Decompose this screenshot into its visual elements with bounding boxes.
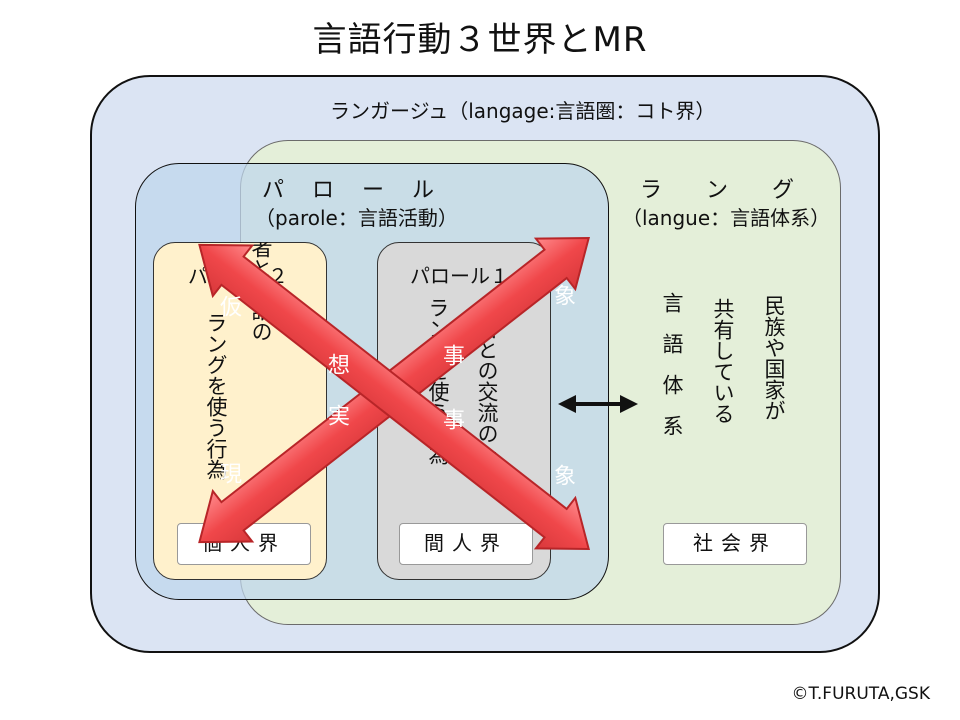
virtual-char-3: 事 [443,409,465,434]
real-char-4: 象 [554,285,576,310]
langue-text-col2: 共有している [711,298,735,424]
langue-sub-label: （langue：言語体系） [622,206,831,230]
page-title: 言語行動３世界とMR [312,20,648,60]
realm-interpersonal: 間人界 [399,523,533,565]
langue-text-col1: 民族や国家が [762,295,786,421]
parole1-title: パロール１ [410,264,510,288]
real-char-1: 現 [220,463,242,488]
langage-label: ランガージュ（langage:言語圏：コト界） [330,99,716,123]
virtual-char-4: 象 [554,465,576,490]
langue-text-col3: 言語体系 [660,292,684,456]
double-arrow-icon [558,395,638,413]
realm-social: 社会界 [663,523,807,565]
real-char-3: 事 [443,345,465,370]
virtual-char-2: 想 [328,354,350,379]
virtual-char-1: 仮 [220,296,242,321]
parole-sub-label: （parole：言語活動） [255,206,458,230]
virtual-event-arrow [198,243,590,551]
parole2-text-col2: ラングを使う行為 [204,312,228,480]
copyright: ©T.FURUTA,GSK [791,684,930,704]
parole-label: パロール [262,178,463,203]
langue-label: ラング [640,178,839,203]
real-char-2: 実 [328,405,350,430]
